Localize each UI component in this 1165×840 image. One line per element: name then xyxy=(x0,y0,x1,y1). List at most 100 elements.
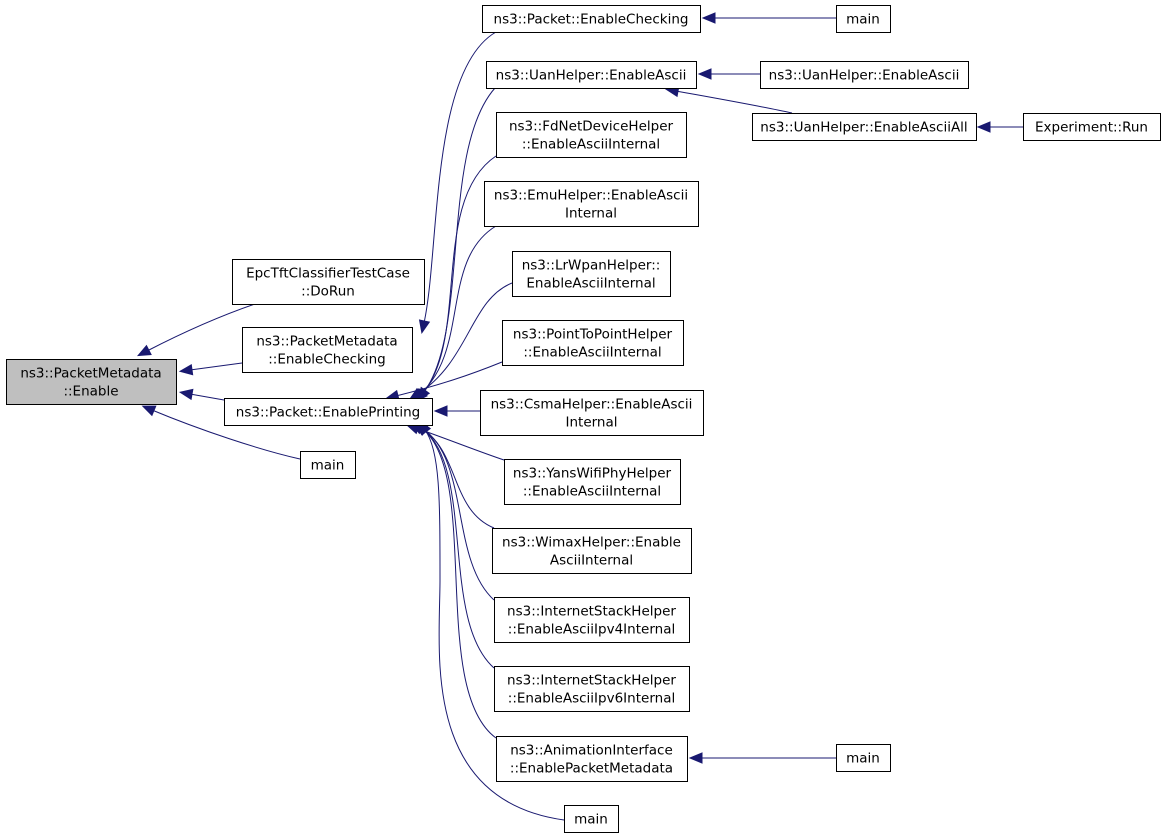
node-label: ns3::WimaxHelper::Enable xyxy=(502,535,681,551)
node-box xyxy=(482,5,701,33)
edge-pcheck-to-pmcheck xyxy=(418,31,497,335)
node-ipv4[interactable]: ns3::InternetStackHelper::EnableAsciiIpv… xyxy=(494,597,690,643)
node-anim[interactable]: ns3::AnimationInterface::EnablePacketMet… xyxy=(496,736,688,782)
edge-uan2-to-uan xyxy=(697,68,760,80)
node-label: ns3::CsmaHelper::EnableAscii xyxy=(491,397,693,413)
edge-line xyxy=(189,362,243,371)
node-csma[interactable]: ns3::CsmaHelper::EnableAsciiInternal xyxy=(480,390,704,436)
node-uan[interactable]: ns3::UanHelper::EnableAscii xyxy=(486,61,697,89)
node-box xyxy=(484,181,699,227)
node-label: EnableAsciiInternal xyxy=(526,276,655,292)
node-ipv6[interactable]: ns3::InternetStackHelper::EnableAsciiIpv… xyxy=(494,666,690,712)
arrow-head xyxy=(433,405,448,417)
node-root[interactable]: ns3::PacketMetadata::Enable xyxy=(6,359,177,405)
arrow-head xyxy=(976,121,991,133)
edge-line xyxy=(189,393,225,401)
node-label: ns3::YansWifiPhyHelper xyxy=(513,466,672,482)
node-label: ::EnableAsciiInternal xyxy=(523,345,661,361)
node-label: ::EnableAsciiIpv4Internal xyxy=(508,622,675,638)
node-pcheck[interactable]: ns3::Packet::EnableChecking xyxy=(482,5,701,33)
node-label: ::EnableAsciiInternal xyxy=(523,484,661,500)
edge-line xyxy=(151,409,301,460)
edge-printing-to-root xyxy=(178,388,225,401)
node-label: ns3::UanHelper::EnableAscii xyxy=(496,68,687,84)
node-uanall[interactable]: ns3::UanHelper::EnableAsciiAll xyxy=(752,113,977,141)
graph-edges xyxy=(136,12,1023,821)
node-label: ns3::UanHelper::EnableAscii xyxy=(769,68,960,84)
node-label: ns3::Packet::EnablePrinting xyxy=(236,405,420,421)
node-label: ::DoRun xyxy=(301,284,355,300)
edge-anim-to-printing xyxy=(415,422,497,739)
edge-wimax-to-printing xyxy=(410,422,495,529)
arrow-head xyxy=(178,363,194,376)
edge-line xyxy=(421,427,495,601)
node-pmcheck[interactable]: ns3::PacketMetadata::EnableChecking xyxy=(242,327,413,373)
arrow-head xyxy=(178,388,194,401)
node-yans[interactable]: ns3::YansWifiPhyHelper::EnableAsciiInter… xyxy=(504,459,681,505)
node-emu[interactable]: ns3::EmuHelper::EnableAsciiInternal xyxy=(484,181,699,227)
node-box xyxy=(242,327,413,373)
node-box xyxy=(496,112,687,158)
edge-main2-to-pcheck xyxy=(701,12,836,24)
node-exprun[interactable]: Experiment::Run xyxy=(1023,113,1161,141)
edge-line xyxy=(421,155,497,395)
node-main1[interactable]: main xyxy=(300,451,356,479)
edge-line xyxy=(419,225,497,395)
node-box xyxy=(494,666,690,712)
node-box xyxy=(480,390,704,436)
node-box xyxy=(486,61,697,89)
node-box xyxy=(494,597,690,643)
arrow-head xyxy=(136,344,152,357)
edge-epc-to-root xyxy=(136,303,256,357)
edge-line xyxy=(395,361,503,397)
node-fd[interactable]: ns3::FdNetDeviceHelper::EnableAsciiInter… xyxy=(496,112,687,158)
node-label: ::EnableAsciiIpv6Internal xyxy=(508,691,675,707)
node-label: main xyxy=(846,12,880,28)
node-box xyxy=(564,805,619,833)
node-wimax[interactable]: ns3::WimaxHelper::EnableAsciiInternal xyxy=(492,528,692,574)
edge-pmcheck-to-root xyxy=(178,362,243,376)
node-uan2[interactable]: ns3::UanHelper::EnableAscii xyxy=(760,61,969,89)
node-label: ns3::UanHelper::EnableAsciiAll xyxy=(760,120,967,136)
node-label: ::Enable xyxy=(63,384,118,400)
edge-line xyxy=(423,87,496,393)
arrow-head xyxy=(688,752,703,764)
edge-line xyxy=(423,429,497,739)
node-box xyxy=(496,736,688,782)
edge-fd-to-printing xyxy=(414,155,497,403)
node-label: ::EnableAsciiInternal xyxy=(522,137,660,153)
node-box xyxy=(504,459,681,505)
node-label: ::EnableChecking xyxy=(268,352,386,368)
node-label: Internal xyxy=(565,415,617,431)
node-box xyxy=(6,359,177,405)
node-label: ns3::Packet::EnableChecking xyxy=(494,12,689,28)
edge-line xyxy=(423,31,497,324)
node-box xyxy=(300,451,356,479)
node-label: AsciiInternal xyxy=(550,553,633,569)
node-main2[interactable]: main xyxy=(836,5,891,33)
node-main3[interactable]: main xyxy=(836,744,891,772)
node-p2p[interactable]: ns3::PointToPointHelper::EnableAsciiInte… xyxy=(502,320,684,366)
node-printing[interactable]: ns3::Packet::EnablePrinting xyxy=(224,398,433,426)
node-main4[interactable]: main xyxy=(564,805,619,833)
edge-main1-to-root xyxy=(141,405,301,460)
node-box xyxy=(512,251,671,297)
node-label: ns3::LrWpanHelper:: xyxy=(522,258,661,274)
node-label: ns3::EmuHelper::EnableAscii xyxy=(494,188,688,204)
node-label: main xyxy=(846,751,880,767)
node-box xyxy=(836,744,891,772)
graph-nodes: ns3::PacketMetadata::Enable EpcTftClassif… xyxy=(6,5,1161,833)
node-box xyxy=(1023,113,1161,141)
node-label: ns3::InternetStackHelper xyxy=(507,673,676,689)
node-lrwpan[interactable]: ns3::LrWpanHelper::EnableAsciiInternal xyxy=(512,251,671,297)
node-box xyxy=(836,5,891,33)
node-epc[interactable]: EpcTftClassifierTestCase::DoRun xyxy=(232,259,425,305)
edge-line xyxy=(422,428,495,669)
edge-csma-to-printing xyxy=(433,405,480,417)
edge-line xyxy=(146,303,256,352)
node-box xyxy=(760,61,969,89)
node-box xyxy=(502,320,684,366)
edge-line xyxy=(675,90,793,114)
node-label: ns3::FdNetDeviceHelper xyxy=(509,119,674,135)
arrow-head xyxy=(697,68,712,80)
